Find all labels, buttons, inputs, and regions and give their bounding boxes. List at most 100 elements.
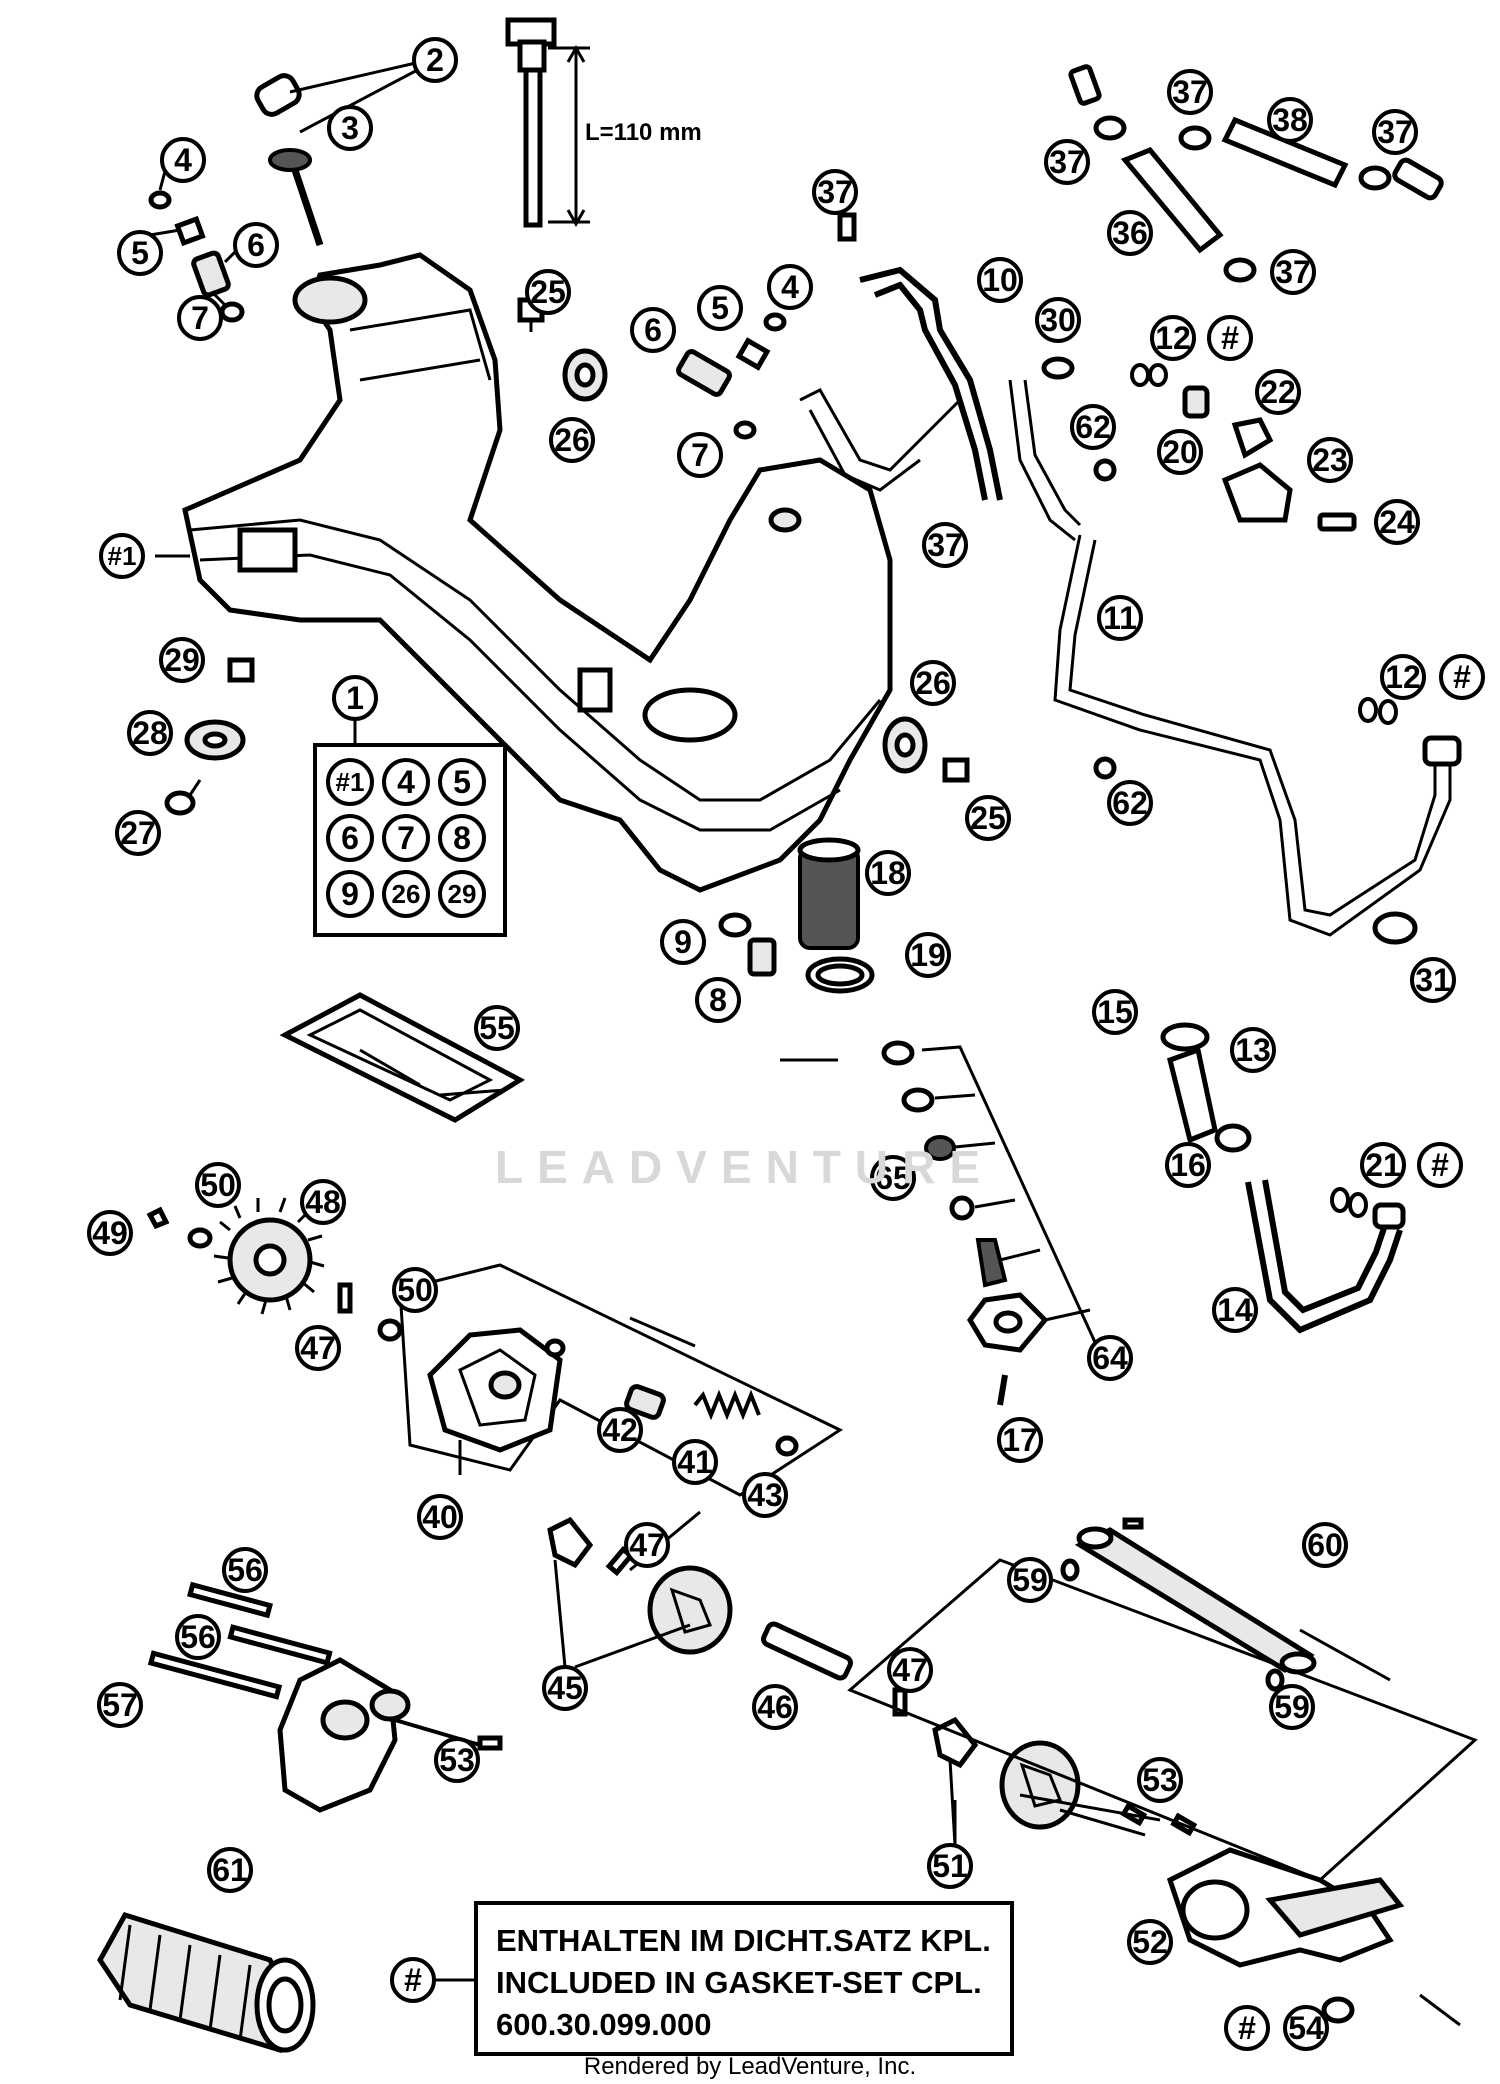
callout-37a: 37 bbox=[812, 169, 858, 215]
svg-text:47: 47 bbox=[300, 1330, 336, 1366]
callout-64: 64 bbox=[1087, 1335, 1133, 1381]
oil-pump-housing bbox=[1166, 1847, 1405, 2024]
callout-24: 24 bbox=[1374, 499, 1420, 545]
callout-16: 16 bbox=[1165, 1142, 1211, 1188]
svg-text:57: 57 bbox=[102, 1687, 138, 1723]
svg-text:30: 30 bbox=[1040, 302, 1076, 338]
callout-25: 25 bbox=[525, 269, 571, 315]
svg-text:3: 3 bbox=[341, 110, 359, 146]
watermark: LEADVENTURE bbox=[495, 1141, 995, 1193]
svg-text:37: 37 bbox=[817, 174, 853, 210]
svg-text:46: 46 bbox=[757, 1689, 793, 1725]
callout-57: 57 bbox=[97, 1682, 143, 1728]
callout-59b: 59 bbox=[1269, 1684, 1315, 1730]
svg-text:#: # bbox=[1238, 2010, 1256, 2046]
svg-text:56: 56 bbox=[180, 1619, 216, 1655]
svg-text:8: 8 bbox=[453, 820, 471, 856]
svg-text:26: 26 bbox=[554, 422, 590, 458]
svg-text:48: 48 bbox=[305, 1184, 341, 1220]
svg-text:17: 17 bbox=[1002, 1422, 1038, 1458]
svg-text:7: 7 bbox=[691, 437, 709, 473]
callout-47b: 47 bbox=[624, 1522, 670, 1568]
kit-item-tank1: #1 bbox=[326, 758, 374, 806]
gasket-set-note: ENTHALTEN IM DICHT.SATZ KPL. INCLUDED IN… bbox=[474, 1901, 1014, 2056]
svg-text:20: 20 bbox=[1162, 434, 1198, 470]
oil-filter bbox=[97, 1912, 316, 2054]
gasket-marker-note: # bbox=[390, 1957, 436, 2003]
svg-text:#: # bbox=[1453, 659, 1471, 695]
callout-14: 14 bbox=[1212, 1287, 1258, 1333]
svg-text:7: 7 bbox=[397, 820, 415, 856]
callout-28: 28 bbox=[127, 710, 173, 756]
gasket-marker-21: # bbox=[1417, 1142, 1463, 1188]
svg-text:53: 53 bbox=[1142, 1762, 1178, 1798]
callout-4b: 4 bbox=[767, 264, 813, 310]
svg-text:36: 36 bbox=[1112, 215, 1148, 251]
svg-text:50: 50 bbox=[397, 1272, 433, 1308]
svg-text:24: 24 bbox=[1379, 504, 1415, 540]
dimension-label: L=110 mm bbox=[585, 119, 702, 146]
callout-15: 15 bbox=[1092, 989, 1138, 1035]
kit-item-26: 26 bbox=[382, 870, 430, 918]
callout-18: 18 bbox=[865, 850, 911, 896]
svg-text:40: 40 bbox=[422, 1499, 458, 1535]
svg-text:#: # bbox=[1221, 320, 1239, 356]
callout-59a: 59 bbox=[1007, 1557, 1053, 1603]
callout-6b: 6 bbox=[630, 307, 676, 353]
svg-text:29: 29 bbox=[164, 642, 200, 678]
callout-7: 7 bbox=[177, 295, 223, 341]
svg-text:31: 31 bbox=[1415, 962, 1451, 998]
callout-51: 51 bbox=[927, 1843, 973, 1889]
svg-text:62: 62 bbox=[1075, 409, 1111, 445]
oil-pump-group bbox=[398, 1263, 844, 1497]
gasket-marker-54: # bbox=[1224, 2005, 1270, 2051]
fuel-tank bbox=[182, 252, 893, 893]
svg-text:6: 6 bbox=[247, 227, 265, 263]
svg-text:28: 28 bbox=[132, 715, 168, 751]
svg-text:60: 60 bbox=[1307, 1527, 1343, 1563]
callout-42: 42 bbox=[597, 1407, 643, 1453]
svg-text:9: 9 bbox=[341, 876, 359, 912]
svg-text:37: 37 bbox=[1377, 114, 1413, 150]
callout-37c: 37 bbox=[1167, 69, 1213, 115]
svg-text:59: 59 bbox=[1012, 1562, 1048, 1598]
pump-rotors-upper bbox=[547, 1516, 908, 1717]
svg-text:10: 10 bbox=[982, 262, 1018, 298]
gasket-marker-12b: # bbox=[1439, 654, 1485, 700]
callout-12a: 12 bbox=[1150, 315, 1196, 361]
shaft-box bbox=[847, 1517, 1478, 1882]
callout-37f: 37 bbox=[1270, 249, 1316, 295]
dipstick bbox=[505, 17, 590, 228]
callout-40: 40 bbox=[417, 1494, 463, 1540]
svg-text:52: 52 bbox=[1132, 1924, 1168, 1960]
callout-26b: 26 bbox=[910, 660, 956, 706]
svg-text:2: 2 bbox=[426, 42, 444, 78]
callout-37d: 37 bbox=[1044, 139, 1090, 185]
callout-50a: 50 bbox=[195, 1162, 241, 1208]
callout-45: 45 bbox=[542, 1665, 588, 1711]
callout-7b: 7 bbox=[677, 432, 723, 478]
callout-23: 23 bbox=[1307, 437, 1353, 483]
svg-text:18: 18 bbox=[870, 855, 906, 891]
callout-10: 10 bbox=[977, 257, 1023, 303]
svg-text:12: 12 bbox=[1155, 320, 1191, 356]
svg-text:62: 62 bbox=[1112, 785, 1148, 821]
svg-text:25: 25 bbox=[530, 274, 566, 310]
callout-55: 55 bbox=[474, 1005, 520, 1051]
callout-17: 17 bbox=[997, 1417, 1043, 1463]
callout-26: 26 bbox=[549, 417, 595, 463]
fitting-set-middle bbox=[676, 312, 787, 440]
grommet-right bbox=[882, 716, 970, 783]
svg-text:4: 4 bbox=[174, 142, 192, 178]
svg-text:53: 53 bbox=[439, 1742, 475, 1778]
svg-text:#1: #1 bbox=[336, 767, 365, 797]
svg-text:41: 41 bbox=[677, 1444, 713, 1480]
callout-43: 43 bbox=[742, 1472, 788, 1518]
callout-49: 49 bbox=[87, 1210, 133, 1256]
callout-37b: 37 bbox=[922, 522, 968, 568]
callout-20: 20 bbox=[1157, 429, 1203, 475]
svg-text:27: 27 bbox=[120, 815, 156, 851]
callout-62a: 62 bbox=[1070, 404, 1116, 450]
svg-text:61: 61 bbox=[212, 1852, 248, 1888]
